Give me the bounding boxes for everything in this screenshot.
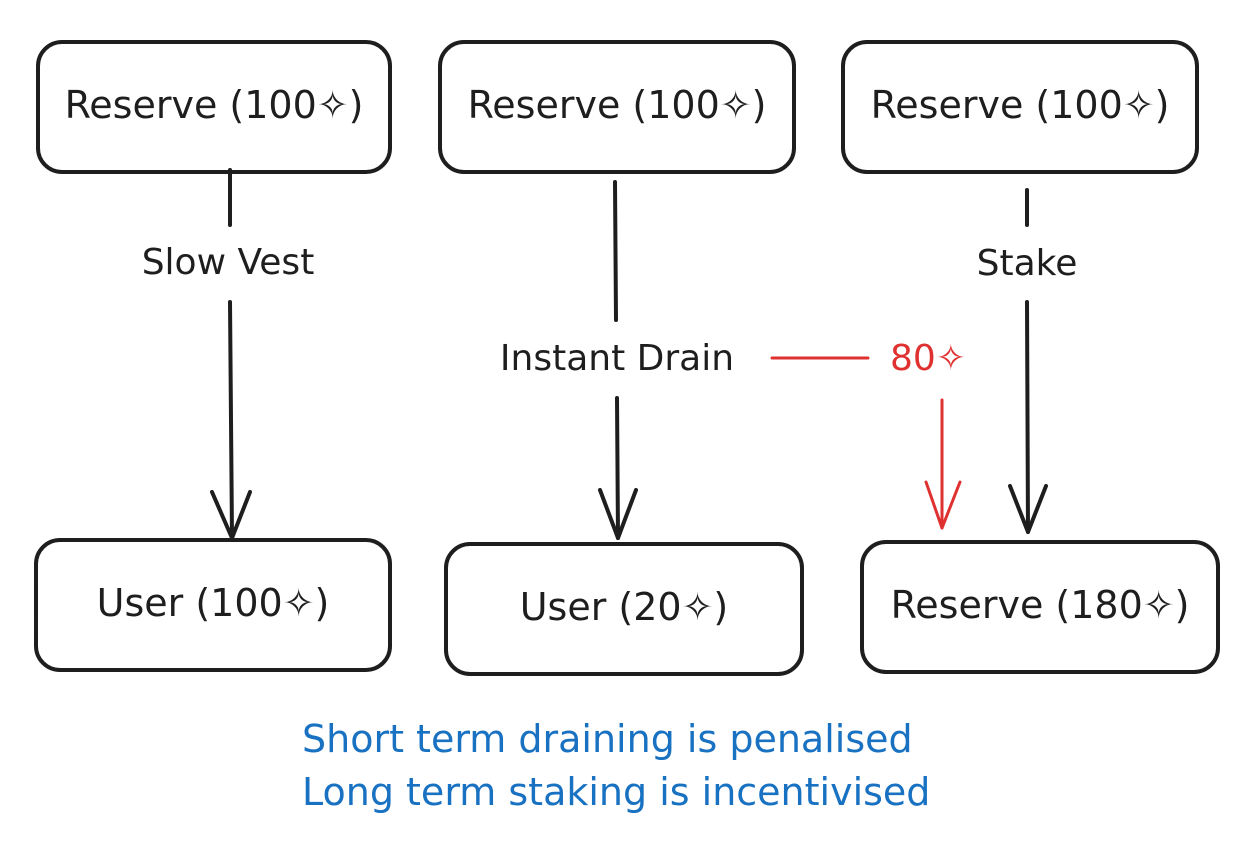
reserve-instant-label: Reserve (100✧) — [468, 83, 767, 127]
reserve-slow-label: Reserve (100✧) — [65, 83, 364, 127]
caption-line-2: Long term staking is incentivised — [302, 770, 930, 814]
user-slow-box — [34, 538, 392, 672]
reserve-result-label: Reserve (180✧) — [891, 583, 1190, 627]
penalty-amount-label: 80✧ — [890, 338, 966, 379]
penalty-arrow — [770, 356, 962, 530]
reserve-result-box — [860, 540, 1220, 674]
caption-line-1: Short term draining is penalised — [302, 717, 913, 761]
stake-arrow — [1008, 188, 1048, 534]
instant-drain-label: Instant Drain — [500, 338, 734, 379]
stake-label: Stake — [977, 243, 1078, 284]
reserve-stake-label: Reserve (100✧) — [871, 83, 1170, 127]
reserve-instant-box — [438, 40, 796, 174]
slow-vest-arrow — [210, 168, 252, 540]
user-instant-box — [444, 542, 804, 676]
user-instant-label: User (20✧) — [520, 585, 729, 629]
reserve-slow-box — [36, 40, 392, 174]
instant-drain-arrow — [598, 180, 638, 540]
slow-vest-label: Slow Vest — [142, 242, 315, 283]
reserve-stake-box — [841, 40, 1199, 174]
user-slow-label: User (100✧) — [97, 581, 330, 625]
